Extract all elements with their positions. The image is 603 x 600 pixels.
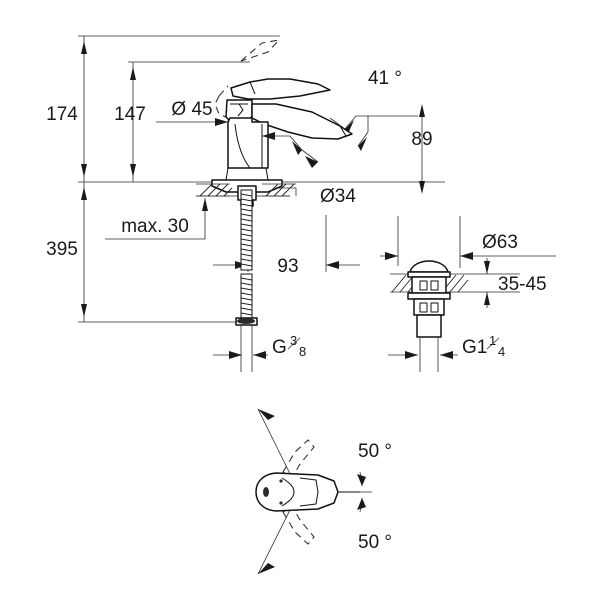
supply-hose bbox=[235, 189, 258, 372]
dimension-spout-height: 147 bbox=[114, 62, 146, 182]
dimension-label-147: 147 bbox=[114, 104, 146, 125]
plan-view-swivel: 50 ° 50 ° bbox=[255, 408, 392, 575]
hose-corrugation-lower bbox=[240, 277, 253, 316]
faucet-front-elevation bbox=[196, 39, 353, 372]
dimension-label-diameter-45: Ø 45 bbox=[171, 99, 212, 120]
dimension-label-swivel-lower: 50 ° bbox=[358, 532, 392, 553]
dimension-total-height: 174 bbox=[46, 36, 87, 182]
drain-thread-denominator-4: 4 bbox=[498, 344, 505, 359]
countertop-hatch-right bbox=[262, 183, 296, 197]
dimension-label-diameter-34: Ø34 bbox=[320, 186, 356, 207]
dimension-lever-angle: 41 ° bbox=[344, 68, 418, 151]
dimension-spout-reach: 93 bbox=[213, 200, 360, 277]
dimension-label-max-30: max. 30 bbox=[121, 216, 189, 237]
dimension-base-diameter: Ø 45 bbox=[156, 99, 228, 126]
dimension-drain-cap-diameter: Ø63 bbox=[380, 216, 556, 268]
dimension-label-35-45: 35-45 bbox=[498, 274, 547, 295]
countertop-hatch-left bbox=[196, 183, 233, 197]
dimension-overall-length: 395 bbox=[46, 182, 87, 322]
lever-handle bbox=[230, 78, 331, 100]
thread-denominator-8: 8 bbox=[299, 344, 306, 359]
dimension-basin-thickness: 35-45 bbox=[468, 258, 547, 308]
faucet-column bbox=[227, 117, 269, 169]
dimension-label-swivel-upper: 50 ° bbox=[358, 441, 392, 462]
dimension-label-thread-g38: G bbox=[272, 337, 287, 358]
dimension-label-41-deg: 41 ° bbox=[368, 68, 402, 89]
dimension-clearance-89: 89 bbox=[411, 104, 433, 194]
spout-plan-outline bbox=[255, 472, 360, 512]
swivel-leg-lower: 50 ° bbox=[257, 491, 392, 575]
dimension-label-395: 395 bbox=[46, 239, 78, 260]
lever-raised-dashed bbox=[214, 39, 281, 118]
dimension-counter-thickness: max. 30 bbox=[105, 198, 208, 240]
hose-corrugation-upper bbox=[240, 193, 253, 267]
dimension-label-174: 174 bbox=[46, 104, 78, 125]
dimension-label-89: 89 bbox=[411, 129, 432, 150]
drain-valve-body bbox=[407, 260, 451, 372]
dimension-drain-thread: G1 1 4 bbox=[388, 333, 505, 359]
spout-detail-leaders bbox=[262, 117, 346, 168]
drain-thread-numerator-1: 1 bbox=[489, 333, 496, 348]
thread-numerator-3: 3 bbox=[290, 333, 297, 348]
dimension-label-thread-g114: G1 bbox=[462, 337, 487, 358]
dimension-label-diameter-63: Ø63 bbox=[482, 232, 518, 253]
drain-detail-view: Ø63 35-45 bbox=[380, 216, 556, 372]
dimension-label-93: 93 bbox=[277, 256, 298, 277]
dimension-supply-thread: G 3 8 bbox=[213, 333, 306, 359]
